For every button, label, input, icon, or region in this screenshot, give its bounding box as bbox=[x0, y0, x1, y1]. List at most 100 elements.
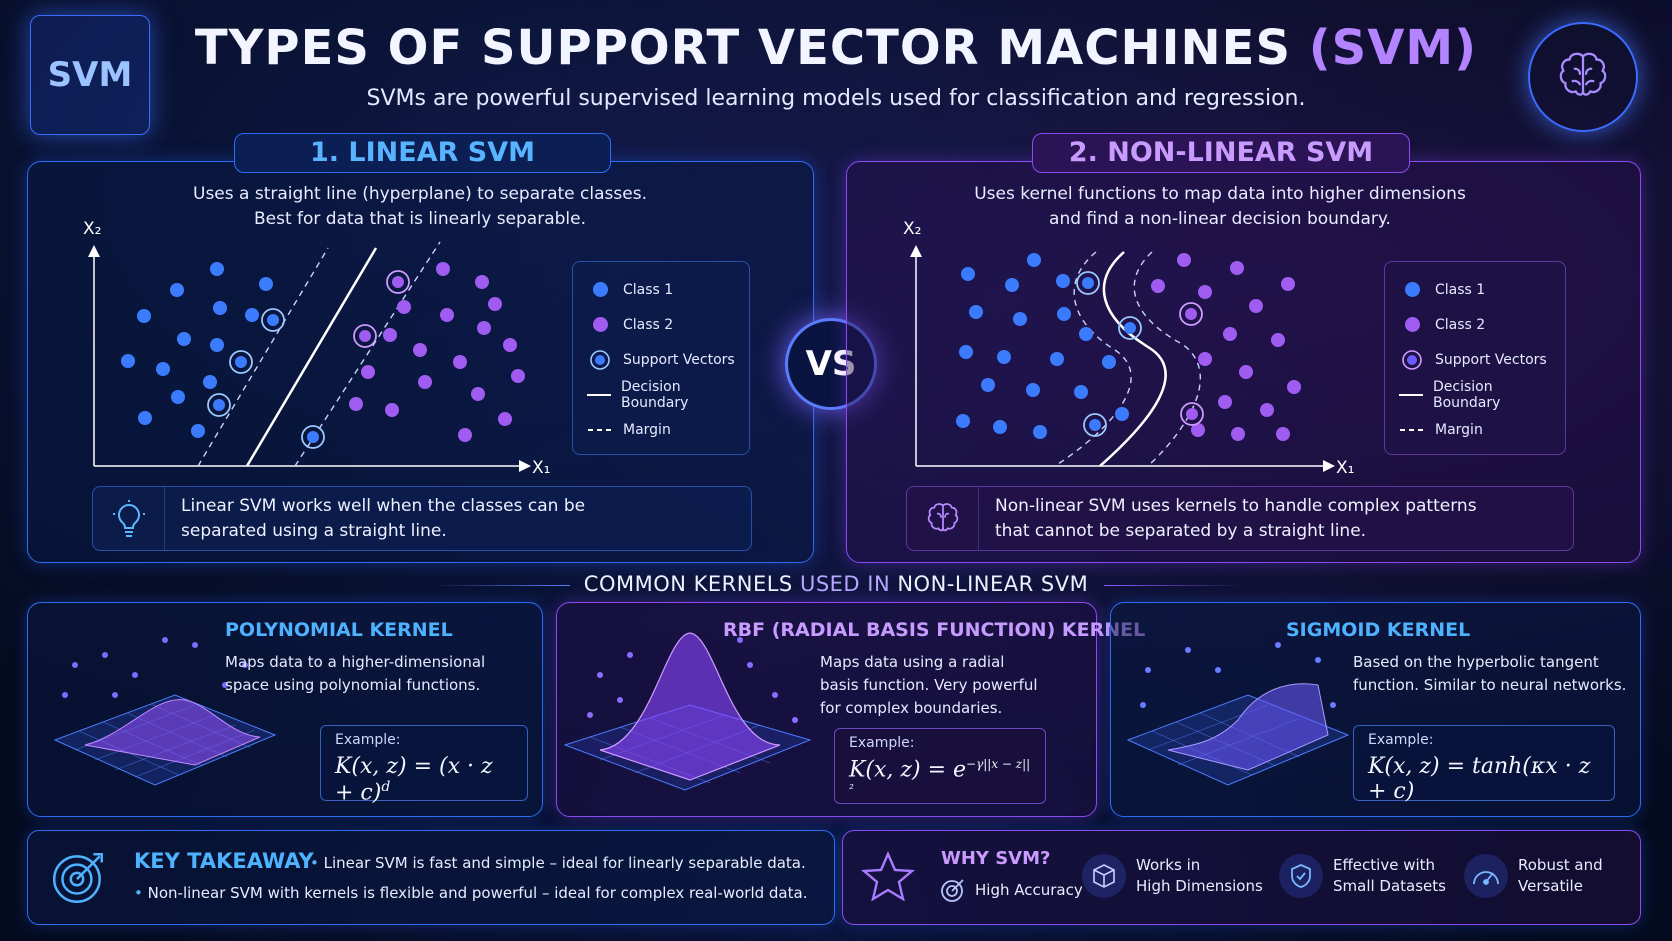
class-1-point bbox=[1027, 253, 1041, 267]
nonlinear-legend: Class 1 Class 2 Support Vectors Decision… bbox=[1384, 261, 1566, 455]
class-2-point bbox=[436, 262, 450, 276]
rbf-formula: K(x, z) = e−γ||x − z||² bbox=[849, 757, 1031, 797]
class-1-point bbox=[1074, 385, 1088, 399]
class-2-point bbox=[511, 369, 525, 383]
class-1-point bbox=[210, 262, 224, 276]
linear-note-text: Linear SVM works well when the classes c… bbox=[181, 495, 586, 541]
nonlinear-svm-plot bbox=[910, 245, 1335, 472]
class-2-point bbox=[503, 338, 517, 352]
margin-curve-left bbox=[1054, 251, 1132, 467]
class-2-point bbox=[385, 403, 399, 417]
support-vector bbox=[353, 324, 377, 348]
class-2-point bbox=[397, 300, 411, 314]
class-2-point bbox=[1249, 299, 1263, 313]
example-label: Example: bbox=[335, 732, 401, 748]
class-1-point bbox=[213, 301, 227, 315]
decision-boundary-curve bbox=[1099, 251, 1167, 467]
rbf-kernel-title: RBF (RADIAL BASIS FUNCTION) KERNEL bbox=[723, 619, 1146, 641]
decision-boundary-line bbox=[245, 247, 378, 467]
support-vectors bbox=[1076, 271, 1204, 437]
class-2-point bbox=[383, 328, 397, 342]
class-1-point bbox=[210, 338, 224, 352]
class-2-point bbox=[1260, 403, 1274, 417]
support-vector bbox=[1118, 316, 1142, 340]
support-vector bbox=[261, 308, 285, 332]
polynomial-formula: K(x, z) = (x · z + c)d bbox=[335, 754, 493, 806]
support-vector bbox=[1083, 413, 1107, 437]
section-divider-right bbox=[1104, 585, 1244, 586]
class-2-point bbox=[413, 343, 427, 357]
sigmoid-example-box: Example: K(x, z) = tanh(κx · z + c) bbox=[1353, 725, 1615, 804]
support-vector bbox=[386, 270, 410, 294]
class-2-point bbox=[349, 397, 363, 411]
svm-logo-cube: SVM bbox=[30, 15, 150, 135]
legend-margin: Margin bbox=[1400, 421, 1483, 438]
class-2-point bbox=[498, 412, 512, 426]
support-vector bbox=[207, 393, 231, 417]
class-1-point bbox=[137, 309, 151, 323]
class-1-point bbox=[191, 424, 205, 438]
legend-decision-boundary: Decision Boundary bbox=[587, 378, 689, 411]
class-2-points bbox=[349, 262, 525, 442]
nonlinear-x-axis-label: X₁ bbox=[1336, 458, 1355, 478]
class-2-point bbox=[1191, 423, 1205, 437]
class-2-point bbox=[1177, 253, 1191, 267]
class-2-point bbox=[1151, 279, 1165, 293]
shield-check-icon bbox=[1279, 854, 1323, 898]
class-2-marker bbox=[592, 317, 608, 332]
class-1-point bbox=[969, 305, 983, 319]
support-vector bbox=[1179, 302, 1203, 326]
support-vector bbox=[1076, 271, 1100, 295]
support-vector bbox=[301, 425, 325, 449]
class-1-point bbox=[138, 411, 152, 425]
support-vectors bbox=[207, 270, 410, 449]
class-1-point bbox=[170, 283, 184, 297]
legend-class-2: Class 2 bbox=[1399, 307, 1551, 342]
vs-badge: VS bbox=[785, 318, 877, 410]
sigmoid-surface-illustration bbox=[1126, 642, 1350, 786]
class-2-point bbox=[458, 428, 472, 442]
class-1-points bbox=[121, 262, 273, 438]
class-1-point bbox=[997, 350, 1011, 364]
class-1-point bbox=[245, 308, 259, 322]
class-1-point bbox=[981, 378, 995, 392]
support-vector bbox=[1180, 402, 1204, 426]
class-2-point bbox=[1287, 380, 1301, 394]
legend-support-vectors: Support Vectors bbox=[1399, 342, 1551, 377]
class-2-point bbox=[418, 375, 432, 389]
target-icon bbox=[941, 879, 964, 902]
class-1-point bbox=[171, 390, 185, 404]
class-2-point bbox=[471, 387, 485, 401]
class-2-point bbox=[1218, 395, 1232, 409]
margin-curve-right bbox=[1133, 251, 1201, 467]
class-1-point bbox=[1026, 383, 1040, 397]
legend-class-1: Class 1 bbox=[1399, 272, 1551, 307]
cube-icon bbox=[1082, 854, 1126, 898]
takeaway-point-1: • Linear SVM is fast and simple – ideal … bbox=[310, 854, 806, 872]
gauge-icon bbox=[1464, 854, 1508, 898]
linear-note: Linear SVM works well when the classes c… bbox=[92, 486, 752, 551]
sigmoid-kernel-title: SIGMOID KERNEL bbox=[1286, 619, 1471, 641]
class-1-marker bbox=[592, 282, 608, 297]
class-2-point bbox=[1198, 352, 1212, 366]
logo-text: SVM bbox=[47, 55, 133, 95]
class-2-point bbox=[1231, 427, 1245, 441]
class-2-point bbox=[1271, 333, 1285, 347]
polynomial-surface-illustration bbox=[53, 637, 277, 786]
class-1-point bbox=[1056, 274, 1070, 288]
section-divider-left bbox=[430, 585, 570, 586]
class-1-point bbox=[156, 362, 170, 376]
title-accent: (SVM) bbox=[1308, 20, 1478, 76]
legend-decision-boundary: Decision Boundary bbox=[1399, 378, 1501, 411]
class-1-point bbox=[1005, 278, 1019, 292]
nonlinear-y-axis-label: X₂ bbox=[903, 219, 922, 239]
class-1-points bbox=[956, 253, 1129, 439]
class-1-point bbox=[961, 267, 975, 281]
why-item-high-accuracy: High Accuracy bbox=[939, 876, 1083, 904]
class-1-point bbox=[177, 332, 191, 346]
why-svm-panel bbox=[842, 830, 1641, 925]
